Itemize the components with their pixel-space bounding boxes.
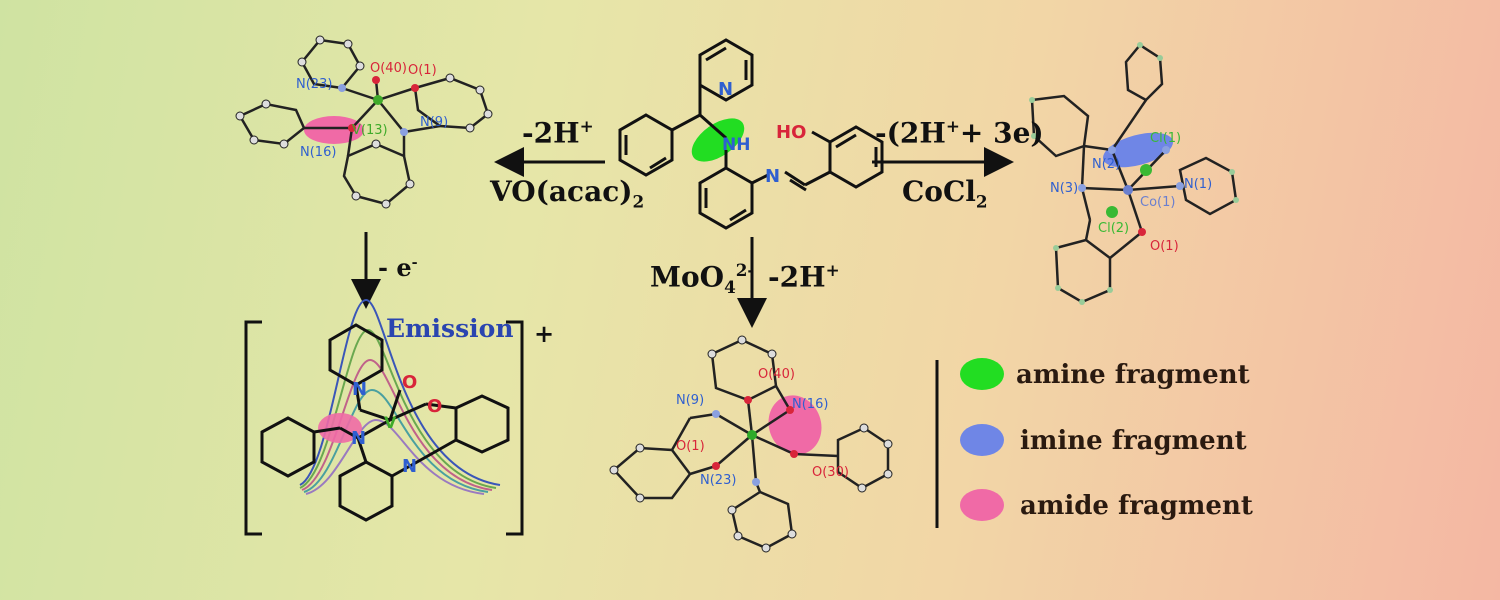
cation-n1: N [352,379,367,400]
cation-bracket [244,320,524,536]
molybdenum-complex [612,338,890,550]
label-right-top: -(2H++ 3e) [875,116,1044,150]
moly-atoms [609,335,893,553]
co-atom-cl2: Cl(2) [1098,221,1130,236]
label-left-top: -2H+ [522,116,594,150]
ligand-nh: NH [722,135,750,155]
legend-label-imine: imine fragment [1020,426,1247,456]
cobalt-complex [1030,43,1238,304]
label-oxidation: - e- [378,253,418,282]
imine-highlight-co [1103,132,1173,168]
legend-swatch-amine [960,358,1004,390]
v-atom-o1: O(1) [408,63,437,78]
v-atom-n16: N(16) [300,145,337,160]
co-atom-co1: Co(1) [1140,195,1176,210]
mo-atom-o1: O(1) [676,439,705,454]
cation-n-center: N [351,428,366,449]
emission-spectra [299,298,501,495]
co-atom-n2: N(2) [1092,157,1121,172]
cation-o-keto: O [402,372,417,393]
mo-atom-n9: N(9) [676,393,705,408]
co-atom-cl1: Cl(1) [1150,131,1182,146]
v-atom-o40: O(40) [370,61,407,76]
mo-atom-n23: N(23) [700,473,737,488]
v-atom-n23: N(23) [296,77,333,92]
amide-highlight-v [304,116,364,144]
cation-complex [260,323,510,522]
co-atom-n3: N(3) [1050,181,1079,196]
cation-v: V [384,413,397,432]
label-down-right: -2H+ [768,260,840,294]
legend-swatch-amide [960,489,1004,521]
v-atom-v13: V(13) [352,123,388,138]
ligand-structure [618,38,884,230]
cation-n-lower: N [402,456,417,477]
label-down-left: MoO42- [650,260,755,297]
ligand-ho: HO [776,122,806,143]
legend-label-amine: amine fragment [1016,360,1250,390]
cation-o-ring: O [427,396,442,417]
ligand-n-pyridine: N [718,79,733,100]
mo-atom-n16: N(16) [792,397,829,412]
vanadium-atoms [235,35,493,209]
label-emission: Emission [386,314,514,343]
label-bracket-charge: + [534,319,555,348]
legend-swatch-imine [960,424,1004,456]
label-right-bottom: CoCl2 [902,175,988,212]
co-atom-o1: O(1) [1150,239,1179,254]
ligand-n-imine: N [765,166,780,187]
label-left-bottom: VO(acac)2 [490,175,645,212]
legend-label-amide: amide fragment [1020,491,1253,521]
cobalt-atoms [1029,42,1239,305]
amine-highlight [691,118,745,162]
co-atom-n1: N(1) [1184,177,1213,192]
mo-atom-o30: O(30) [812,465,849,480]
mo-atom-o40: O(40) [758,367,795,382]
amide-highlight-mo [768,395,822,455]
v-atom-n9: N(9) [420,115,449,130]
